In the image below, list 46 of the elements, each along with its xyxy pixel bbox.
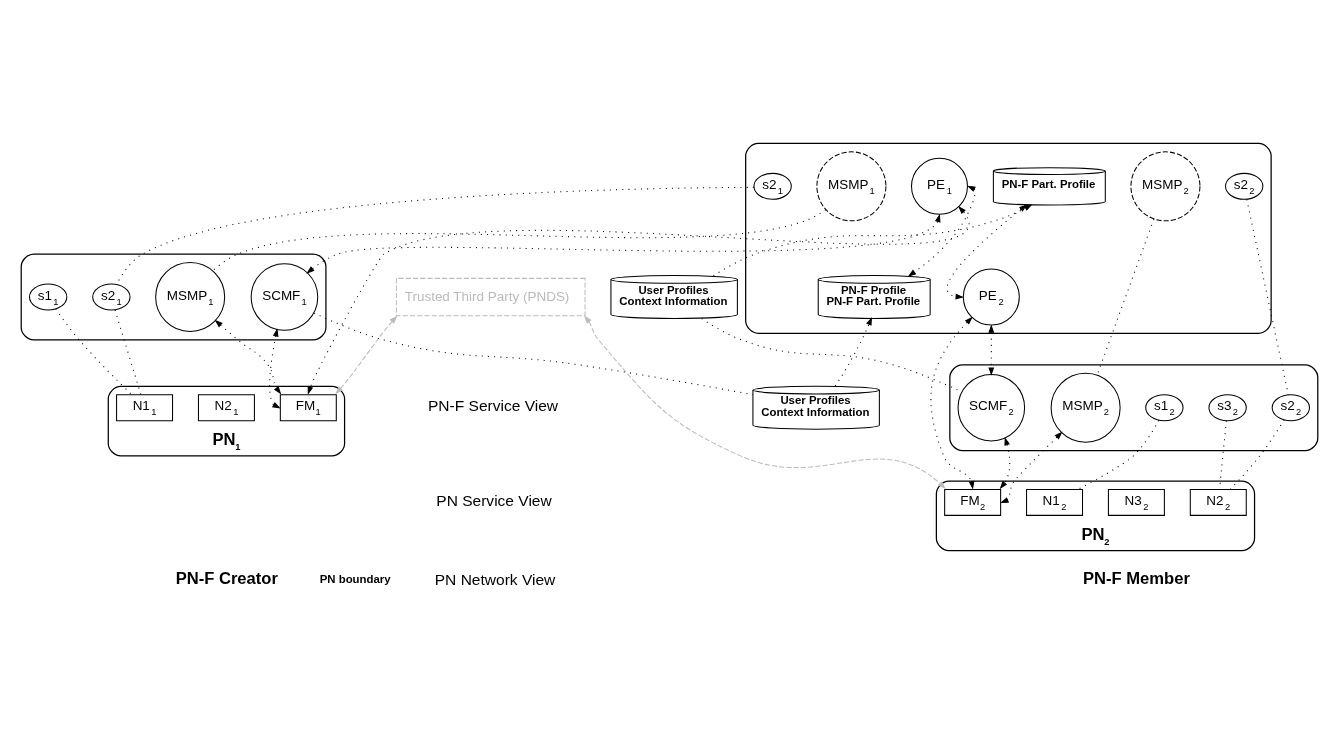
node-ellipse: s2$_{1}$ [753,172,792,200]
node-circle: MSMP$_{2}$ [1050,372,1121,443]
label: PN Network View [434,570,556,588]
label: PN boundary [319,572,391,585]
connector [1077,419,1160,490]
arrow [930,316,975,489]
arrow [269,327,281,408]
node-circle: MSMP$_{1}$ [816,150,887,221]
label: PN Service View [436,491,552,509]
label: PN-F Member [1083,568,1190,588]
arrow [946,203,1028,299]
node-ellipse: s1$_{2}$ [1145,393,1184,421]
node-circle: SCMF$_{2}$ [957,373,1026,441]
connector [116,186,755,285]
node-circle: MSMP$_{2}$ [1130,150,1201,221]
arrow [834,316,872,386]
node-box: N2$_{2}$ [1189,488,1247,516]
label: PN-F Creator [175,568,278,588]
connector [1096,218,1155,375]
node-ellipse: s3$_{2}$ [1208,393,1247,421]
node-box: Trusted Third Party (PNDS) [395,277,586,316]
arrow [307,205,969,395]
arrow [584,315,946,489]
label: PN-F Service View [428,396,559,414]
arrow [306,213,941,274]
arrow [1000,431,1063,503]
node-ellipse: s1$_{1}$ [29,283,68,310]
arrow [335,315,398,394]
connector [212,208,827,271]
node-ellipse: s2$_{1}$ [92,283,131,310]
node-box: N3$_{2}$ [1107,488,1165,516]
node-ellipse: s2$_{2}$ [1271,393,1310,421]
arrow [214,319,282,394]
node-box: FM$_{1}$ [279,393,337,421]
node-box: FM$_{2}$ [944,488,1002,516]
node-box: N1$_{2}$ [1026,488,1084,516]
node-ellipse: s2$_{2}$ [1225,172,1264,200]
cluster [20,253,327,341]
node-box: N2$_{1}$ [197,393,255,421]
arrow [907,185,976,277]
arrow [712,203,1033,276]
connector [114,309,142,395]
connector [1229,418,1285,490]
node-box: N1$_{1}$ [116,393,174,421]
arrow [999,436,1011,489]
arrow [988,323,995,376]
